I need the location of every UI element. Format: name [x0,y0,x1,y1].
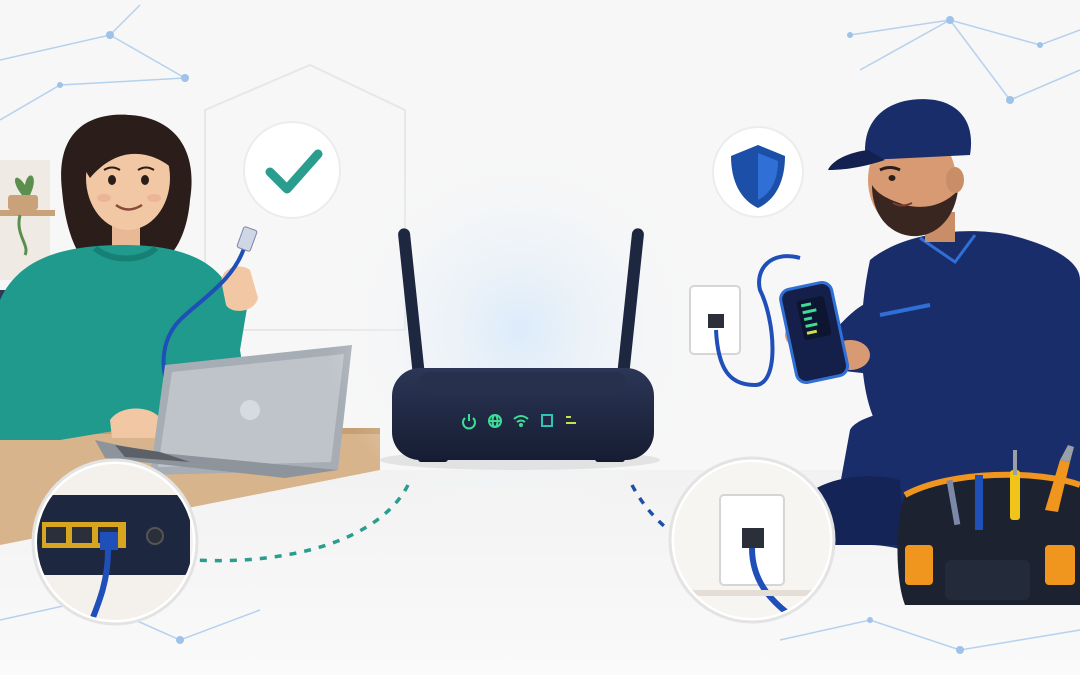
ethernet-cable-right [714,254,801,388]
rj45-plug-left [236,226,258,252]
power-icon [462,414,476,430]
ethernet-icon [541,414,553,427]
wifi-router [380,228,660,470]
wifi-icon [513,415,529,427]
shield-badge [712,126,804,218]
wall-ethernet-jack [689,285,741,355]
connection-line-left [194,484,410,563]
network-nodes-decoration [57,16,1043,654]
checkmark-badge [243,121,341,219]
inset-wall-jack [668,456,836,624]
lan-icon [566,416,576,424]
globe-icon [488,414,502,428]
inset-router-ports [31,458,199,626]
checkmark-icon [265,149,323,194]
tester-status-leds [800,302,818,335]
cable-tester-device [779,280,850,384]
router-led-strip [462,414,576,430]
laptop [95,345,352,478]
network-lines-decoration [0,4,1080,651]
tool-bag [897,445,1080,605]
technician-figure [785,99,1080,560]
